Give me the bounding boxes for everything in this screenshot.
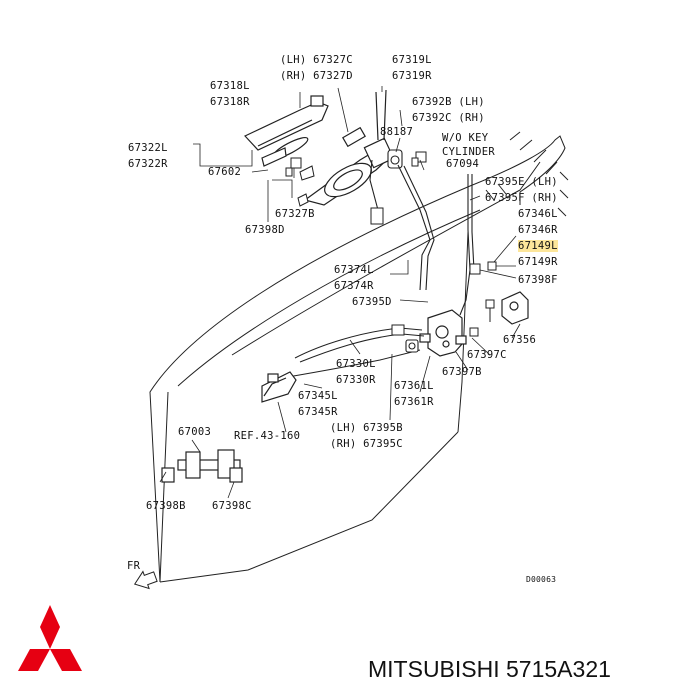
- outside-handle: [244, 95, 329, 167]
- figure-code: D00063: [526, 575, 557, 584]
- callout-67330l: 67330L: [336, 358, 376, 370]
- callout-67395e-lh: 67395E (LH): [485, 176, 558, 188]
- release-cables: [269, 327, 425, 381]
- door-glass-line: [231, 161, 541, 356]
- callout-67398f: 67398F: [518, 274, 558, 286]
- callout-ref-43-160: REF.43-160: [234, 430, 301, 442]
- brand-name: MITSUBISHI: [368, 656, 500, 682]
- callout-67398b: 67398B: [146, 500, 186, 512]
- callout-67345r: 67345R: [298, 406, 338, 418]
- callout-67395d: 67395D: [352, 296, 392, 308]
- callout-67318r: 67318R: [210, 96, 250, 108]
- callout-67319r: 67319R: [392, 70, 432, 82]
- three-diamonds-logo: [18, 605, 82, 671]
- callout-67392c-rh: 67392C (RH): [412, 112, 485, 124]
- callout-67330r: 67330R: [336, 374, 376, 386]
- callout-67395b-lh: (LH) 67395B: [330, 422, 403, 434]
- callout-67395c-rh: (RH) 67395C: [330, 438, 403, 450]
- key-cylinder: [387, 149, 403, 169]
- callout-67356: 67356: [503, 334, 537, 346]
- striker-bolts: [469, 261, 497, 337]
- part-number: 5715A321: [506, 656, 611, 682]
- door-check-link: [161, 449, 243, 483]
- callout-67346r: 67346R: [518, 224, 558, 236]
- door-inner-edge: [177, 209, 481, 387]
- callout-67602: 67602: [208, 166, 242, 178]
- callout-67361r: 67361R: [394, 396, 434, 408]
- callout-67346l: 67346L: [518, 208, 558, 220]
- door-rear-edge: [457, 231, 469, 433]
- callout-67374r: 67374R: [334, 280, 374, 292]
- door-lock-actuator: [419, 309, 467, 357]
- callout-67094: 67094: [446, 158, 480, 170]
- callout-67361l: 67361L: [394, 380, 434, 392]
- callout-67392b-lh: 67392B (LH): [412, 96, 485, 108]
- handle-frame: [303, 89, 395, 206]
- callout-67374l: 67374L: [334, 264, 374, 276]
- callout-67322r: 67322R: [128, 158, 168, 170]
- note-cylinder: CYLINDER: [442, 146, 495, 158]
- front-marker-label: FR: [127, 560, 141, 572]
- door-bottom-edge: [159, 431, 459, 583]
- callout-67345l: 67345L: [298, 390, 338, 402]
- callout-67003: 67003: [178, 426, 212, 438]
- lock-rods: [369, 159, 475, 316]
- callout-67149l-highlighted: 67149L: [518, 240, 558, 252]
- front-arrow-icon: [133, 570, 158, 590]
- door-outline: [149, 135, 566, 583]
- callout-67398d: 67398D: [245, 224, 285, 236]
- callout-67318l: 67318L: [210, 80, 250, 92]
- callout-67149r: 67149R: [518, 256, 558, 268]
- callout-67319l: 67319L: [392, 54, 432, 66]
- door-front-edge: [159, 391, 169, 583]
- callout-67322l: 67322L: [128, 142, 168, 154]
- callout-67397b: 67397B: [442, 366, 482, 378]
- callout-lh-67327c: (LH) 67327C: [280, 54, 353, 66]
- cable-bracket: [405, 339, 419, 353]
- cable-end: [391, 324, 405, 336]
- callout-67398c: 67398C: [212, 500, 252, 512]
- callout-rh-67327d: (RH) 67327D: [280, 70, 353, 82]
- leader-lines: [159, 86, 521, 499]
- rod-clip: [370, 207, 384, 225]
- callout-67327b: 67327B: [275, 208, 315, 220]
- striker: [501, 291, 529, 325]
- brand-part-number: MITSUBISHI 5715A321: [368, 656, 611, 683]
- small-fasteners: [285, 151, 427, 207]
- callout-67395f-rh: 67395F (RH): [485, 192, 558, 204]
- note-wo-key: W/O KEY: [442, 132, 489, 144]
- window-hatch: [485, 131, 569, 217]
- inside-handle: [261, 371, 297, 403]
- callout-88187: 88187: [380, 126, 414, 138]
- callout-67397c: 67397C: [467, 349, 507, 361]
